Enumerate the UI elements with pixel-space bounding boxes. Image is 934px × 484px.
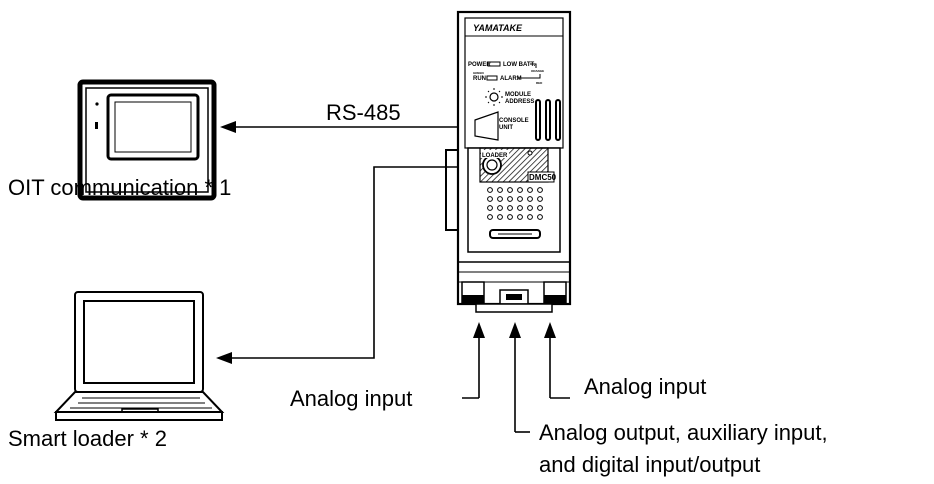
io-connections: [462, 334, 570, 433]
device-lowbatt-label: LOW BATT.: [503, 62, 536, 68]
device-address-label: ADDRESS: [505, 99, 534, 105]
analog-output-label-line2: and digital input/output: [539, 452, 760, 477]
io-arrowheads: [473, 322, 556, 338]
laptop-icon: [53, 291, 225, 421]
analog-output-label-line1: Analog output, auxiliary input,: [539, 420, 828, 445]
device-unit-label: UNIT: [499, 125, 513, 131]
device-alarm-label: ALARM: [500, 76, 522, 82]
rs485-label: RS-485: [326, 100, 401, 125]
oit-label: OIT communication * 1: [8, 175, 231, 200]
device-module-label: MODULE: [505, 92, 531, 98]
device-run-label: RUN: [473, 76, 486, 82]
dmc50-controller: [445, 10, 572, 313]
device-model-label: DMC50: [529, 173, 557, 182]
oit-panel-icon: [77, 79, 217, 201]
device-red-label: RED: [536, 81, 543, 85]
device-power-label: POWER: [468, 62, 491, 68]
device-brand: YAMATAKE: [473, 23, 523, 33]
device-loader-label: LOADER: [482, 153, 508, 159]
analog-input-right-label: Analog input: [584, 374, 706, 399]
loader-label: Smart loader * 2: [8, 426, 167, 451]
loader-label-bg: [481, 150, 509, 158]
device-green-label: GREEN: [473, 71, 484, 75]
analog-input-left-label: Analog input: [290, 386, 412, 411]
loader-connection: [216, 161, 488, 364]
device-orange-label: ORANGE: [531, 69, 544, 73]
device-console-label: CONSOLE: [499, 118, 529, 124]
